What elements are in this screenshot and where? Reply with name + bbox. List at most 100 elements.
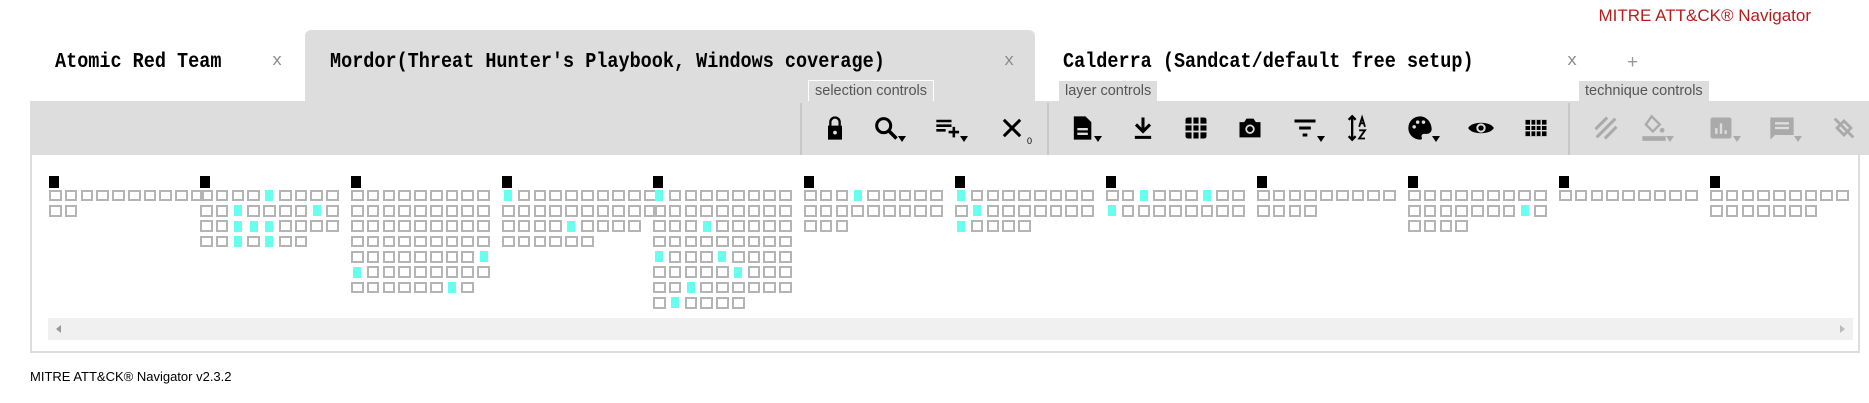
technique-cell[interactable] <box>414 266 427 278</box>
technique-cell[interactable] <box>668 189 682 202</box>
technique-cell[interactable] <box>653 205 666 217</box>
technique-cell[interactable] <box>366 281 380 294</box>
sort-icon[interactable] <box>1342 112 1374 144</box>
technique-cell-highlighted[interactable] <box>445 281 459 294</box>
technique-cell[interactable] <box>1018 220 1031 233</box>
technique-cell-highlighted[interactable] <box>477 251 490 263</box>
technique-cell[interactable] <box>1169 189 1182 202</box>
technique-cell[interactable] <box>1471 205 1484 217</box>
technique-cell[interactable] <box>461 220 475 233</box>
tactic-header[interactable] <box>502 176 512 188</box>
technique-cell[interactable] <box>398 220 411 233</box>
technique-cell[interactable] <box>779 281 792 294</box>
technique-cell[interactable] <box>804 220 817 233</box>
technique-cell[interactable] <box>716 281 729 294</box>
technique-cell[interactable] <box>1335 189 1349 202</box>
technique-cell[interactable] <box>445 189 459 202</box>
technique-cell[interactable] <box>731 220 745 233</box>
technique-cell[interactable] <box>731 205 745 217</box>
technique-cell[interactable] <box>49 189 62 202</box>
technique-cell-highlighted[interactable] <box>955 220 968 233</box>
technique-cell[interactable] <box>191 189 204 202</box>
technique-cell[interactable] <box>1408 189 1421 202</box>
technique-cell[interactable] <box>1351 189 1365 202</box>
technique-cell[interactable] <box>1788 189 1802 202</box>
technique-cell[interactable] <box>819 220 833 233</box>
technique-cell[interactable] <box>1081 205 1094 217</box>
technique-cell[interactable] <box>1590 189 1604 202</box>
tactic-header[interactable] <box>49 176 59 188</box>
technique-cell[interactable] <box>294 235 308 248</box>
technique-cell[interactable] <box>700 251 713 263</box>
technique-cell[interactable] <box>1216 189 1230 202</box>
technique-cell[interactable] <box>461 281 475 294</box>
technique-cell[interactable] <box>366 235 380 248</box>
technique-cell[interactable] <box>747 189 761 202</box>
technique-cell-highlighted[interactable] <box>263 235 276 248</box>
technique-cell-highlighted[interactable] <box>970 205 984 217</box>
technique-cell[interactable] <box>1710 205 1723 217</box>
technique-cell-highlighted[interactable] <box>231 235 245 248</box>
download-icon[interactable] <box>1127 112 1159 144</box>
technique-cell[interactable] <box>1725 205 1739 217</box>
technique-cell[interactable] <box>80 189 94 202</box>
technique-cell[interactable] <box>366 220 380 233</box>
tactic-header[interactable] <box>804 176 814 188</box>
technique-cell[interactable] <box>644 205 657 217</box>
technique-cell-highlighted[interactable] <box>263 220 276 233</box>
technique-cell[interactable] <box>1383 189 1396 202</box>
technique-cell[interactable] <box>700 266 713 278</box>
technique-cell[interactable] <box>684 266 698 278</box>
technique-cell[interactable] <box>294 205 308 217</box>
technique-cell[interactable] <box>1685 189 1698 202</box>
technique-cell[interactable] <box>1288 189 1302 202</box>
scoring-icon[interactable] <box>1705 112 1741 144</box>
technique-cell[interactable] <box>445 251 459 263</box>
technique-cell[interactable] <box>1408 205 1421 217</box>
technique-cell-highlighted[interactable] <box>502 189 515 202</box>
technique-cell[interactable] <box>668 251 682 263</box>
technique-cell[interactable] <box>1820 189 1834 202</box>
technique-cell[interactable] <box>1455 205 1468 217</box>
technique-cell-highlighted[interactable] <box>1518 205 1532 217</box>
technique-cell[interactable] <box>1033 189 1047 202</box>
technique-cell[interactable] <box>1184 205 1198 217</box>
add-tab-button[interactable]: + <box>1627 52 1639 73</box>
technique-cell[interactable] <box>351 251 364 263</box>
technique-cell[interactable] <box>1002 189 1015 202</box>
technique-cell-highlighted[interactable] <box>716 251 729 263</box>
technique-cell[interactable] <box>445 235 459 248</box>
technique-cell[interactable] <box>1049 205 1063 217</box>
tactic-header[interactable] <box>1710 176 1720 188</box>
close-tab-icon[interactable]: x <box>1567 52 1578 71</box>
technique-cell[interactable] <box>477 189 490 202</box>
technique-cell[interactable] <box>747 235 761 248</box>
technique-cell-highlighted[interactable] <box>668 296 682 309</box>
technique-cell[interactable] <box>779 266 792 278</box>
technique-cell[interactable] <box>1741 205 1755 217</box>
technique-cell[interactable] <box>533 235 547 248</box>
technique-cell[interactable] <box>628 205 641 217</box>
technique-cell[interactable] <box>612 205 626 217</box>
technique-cell[interactable] <box>461 266 475 278</box>
technique-cell[interactable] <box>533 189 547 202</box>
technique-cell[interactable] <box>326 220 339 233</box>
technique-cell[interactable] <box>684 235 698 248</box>
technique-cell[interactable] <box>731 281 745 294</box>
technique-cell-highlighted[interactable] <box>731 266 745 278</box>
technique-cell[interactable] <box>1725 189 1739 202</box>
technique-cell[interactable] <box>731 235 745 248</box>
technique-cell[interactable] <box>127 189 141 202</box>
technique-cell[interactable] <box>763 281 777 294</box>
technique-cell[interactable] <box>1486 189 1500 202</box>
technique-cell[interactable] <box>747 205 761 217</box>
technique-cell[interactable] <box>533 205 547 217</box>
technique-cell[interactable] <box>398 281 411 294</box>
background-color-icon[interactable] <box>1638 112 1674 144</box>
technique-cell[interactable] <box>159 189 173 202</box>
technique-cell[interactable] <box>930 205 943 217</box>
technique-cell[interactable] <box>1257 205 1270 217</box>
deselect-icon[interactable]: 0 <box>996 112 1032 146</box>
technique-cell[interactable] <box>835 220 849 233</box>
technique-cell[interactable] <box>747 266 761 278</box>
